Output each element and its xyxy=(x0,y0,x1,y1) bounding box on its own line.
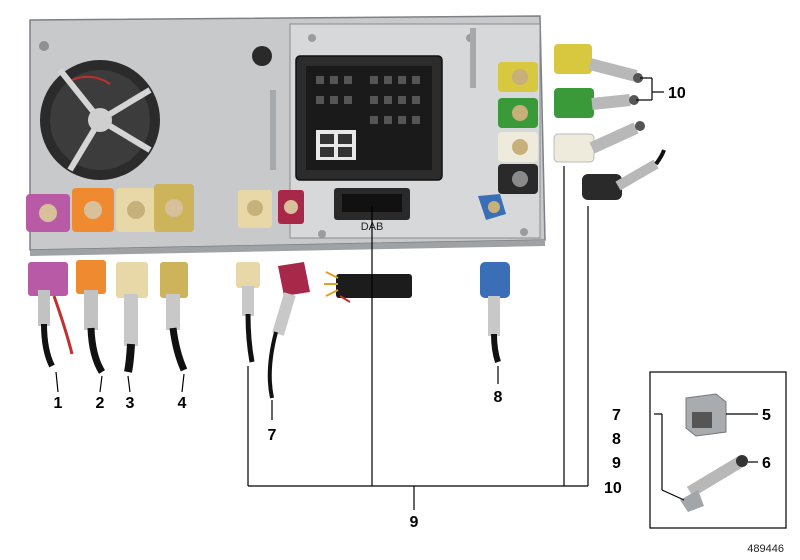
screw-hole xyxy=(308,34,316,42)
callout-6: 6 xyxy=(762,455,771,472)
screw-hole xyxy=(520,228,528,236)
callout-2: 2 xyxy=(96,395,105,412)
plug-yellow xyxy=(554,44,643,83)
cable-connector-8 xyxy=(480,262,510,363)
callout-lines xyxy=(55,77,664,510)
cable-connector-3 xyxy=(116,262,148,373)
callout-1: 1 xyxy=(54,395,63,412)
cable-connector-2 xyxy=(76,260,106,374)
main-connector xyxy=(295,55,443,181)
cable-connector-dab xyxy=(324,271,412,303)
fakra-sockets-right xyxy=(478,62,538,220)
dab-socket: DAB xyxy=(334,188,410,233)
plug-green xyxy=(554,88,639,118)
cable-connector-1 xyxy=(28,262,74,368)
inset-label-7: 7 xyxy=(612,407,621,424)
callout-4: 4 xyxy=(178,395,187,412)
cooling-fan xyxy=(40,60,160,180)
callout-7: 7 xyxy=(268,427,277,444)
inset-label-10: 10 xyxy=(604,480,622,497)
plug-black xyxy=(582,149,666,200)
cable-connector-4 xyxy=(160,262,188,372)
fakra-sockets-bottom xyxy=(26,184,304,232)
callout-5: 5 xyxy=(762,407,771,424)
callout-10: 10 xyxy=(668,85,686,102)
mounting-hole xyxy=(252,46,272,66)
callout-3: 3 xyxy=(126,395,135,412)
detail-inset: 7 8 9 10 5 6 xyxy=(604,371,787,529)
inset-label-8: 8 xyxy=(612,431,621,448)
screw-hole xyxy=(318,230,326,238)
inset-label-9: 9 xyxy=(612,455,621,472)
coupling-housing xyxy=(685,393,727,437)
contact-pin xyxy=(680,455,748,512)
callout-8: 8 xyxy=(494,389,503,406)
plug-white xyxy=(553,121,645,163)
screw-hole xyxy=(39,41,49,51)
cable-connector-7-bordeaux xyxy=(267,262,310,399)
cable-connector-7-beige xyxy=(236,262,260,363)
reference-number: 489446 xyxy=(747,543,784,555)
callout-9: 9 xyxy=(410,514,419,531)
